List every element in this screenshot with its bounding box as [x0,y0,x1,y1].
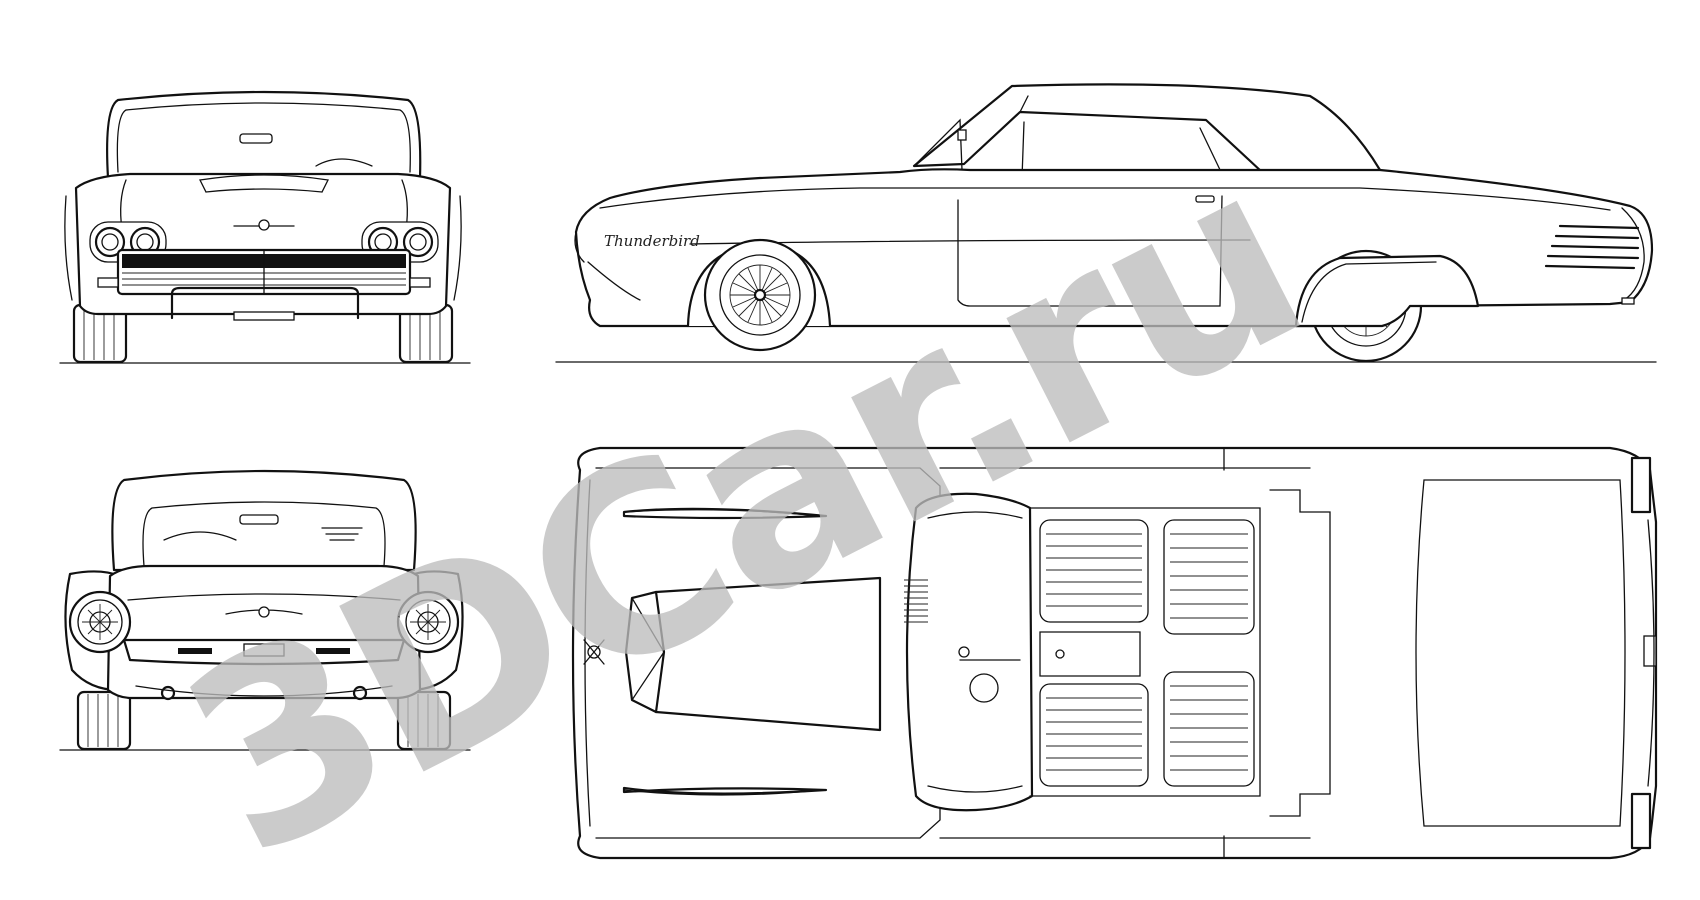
rear-bumper-left-end [1630,456,1652,514]
hood-scoop [199,174,329,193]
front-emblem [258,219,270,231]
rear-right-tail-lamp [396,590,460,654]
side-script-badge: Thunderbird [604,232,700,250]
front-left-seat [1039,519,1149,623]
windshield-pillar [913,118,963,171]
convertible-top [912,83,1382,174]
front-left-fender-edge [64,195,73,301]
rear-seat-right [1163,671,1255,787]
rear-right-tire [396,690,452,751]
front-right-tire [398,303,454,364]
rear-fender-skirt [1294,254,1480,328]
rear-seat-left [1163,519,1255,635]
front-right-seat [1039,683,1149,787]
tonneau-edge [1269,489,1331,817]
rear-quarter-louvers [1544,224,1640,270]
rear-bumper-right-end [1630,792,1652,850]
top-view [571,446,1658,860]
rear-left-tire [76,690,132,751]
front-bumper-guard [170,286,360,320]
rear-view-mirror [239,133,273,144]
side-window-frame [963,111,1263,173]
side-view: Thunderbird [555,83,1657,363]
center-console [1039,631,1141,677]
rear-body [106,564,422,700]
hood-vent-grille [904,579,928,623]
steering-wheel-top [315,158,373,167]
front-left-tire [72,303,128,364]
rear-left-tail-lamp [68,590,132,654]
door-handle [1195,195,1215,203]
trunk-lid [1415,479,1626,827]
front-wheel [703,238,817,352]
front-right-park-lamp [409,277,431,288]
rear-emblem [258,606,270,618]
license-plate-bracket [233,311,295,321]
front-view [59,90,471,364]
rear-window [142,501,386,567]
front-left-park-lamp [97,277,119,288]
side-door [957,195,1223,307]
cabin-outline [1029,507,1261,797]
rear-view [59,469,471,751]
top-hood-scoop [624,590,666,714]
steering-column [969,673,999,703]
front-windshield [116,102,411,173]
front-right-fender-edge [453,195,462,301]
front-grille [116,248,412,296]
